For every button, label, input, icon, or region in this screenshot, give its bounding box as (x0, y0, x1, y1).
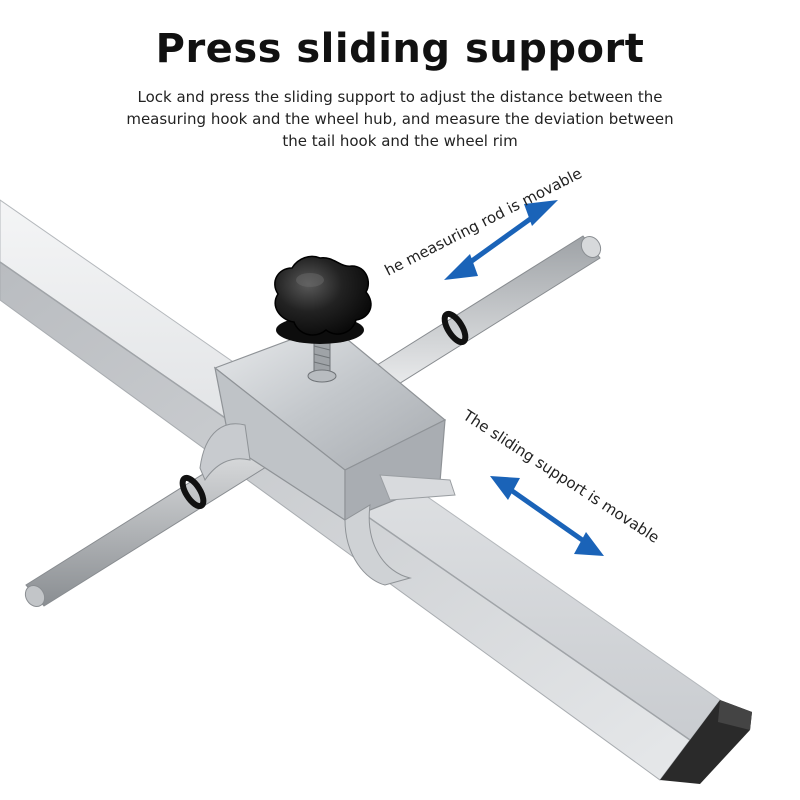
page-title: Press sliding support (155, 26, 645, 72)
end-cap (660, 700, 752, 784)
o-ring-right (441, 310, 469, 346)
double-arrow-support-icon (490, 476, 604, 556)
description-line-3: the tail hook and the wheel rim (282, 132, 518, 150)
description: Lock and press the sliding support to ad… (100, 86, 700, 152)
double-arrow-rod-icon (444, 200, 558, 280)
star-knob-icon (274, 255, 372, 344)
o-ring-left (179, 474, 207, 510)
description-line-2: measuring hook and the wheel hub, and me… (126, 110, 674, 128)
description-line-1: Lock and press the sliding support to ad… (137, 88, 663, 106)
sliding-support (199, 324, 456, 586)
